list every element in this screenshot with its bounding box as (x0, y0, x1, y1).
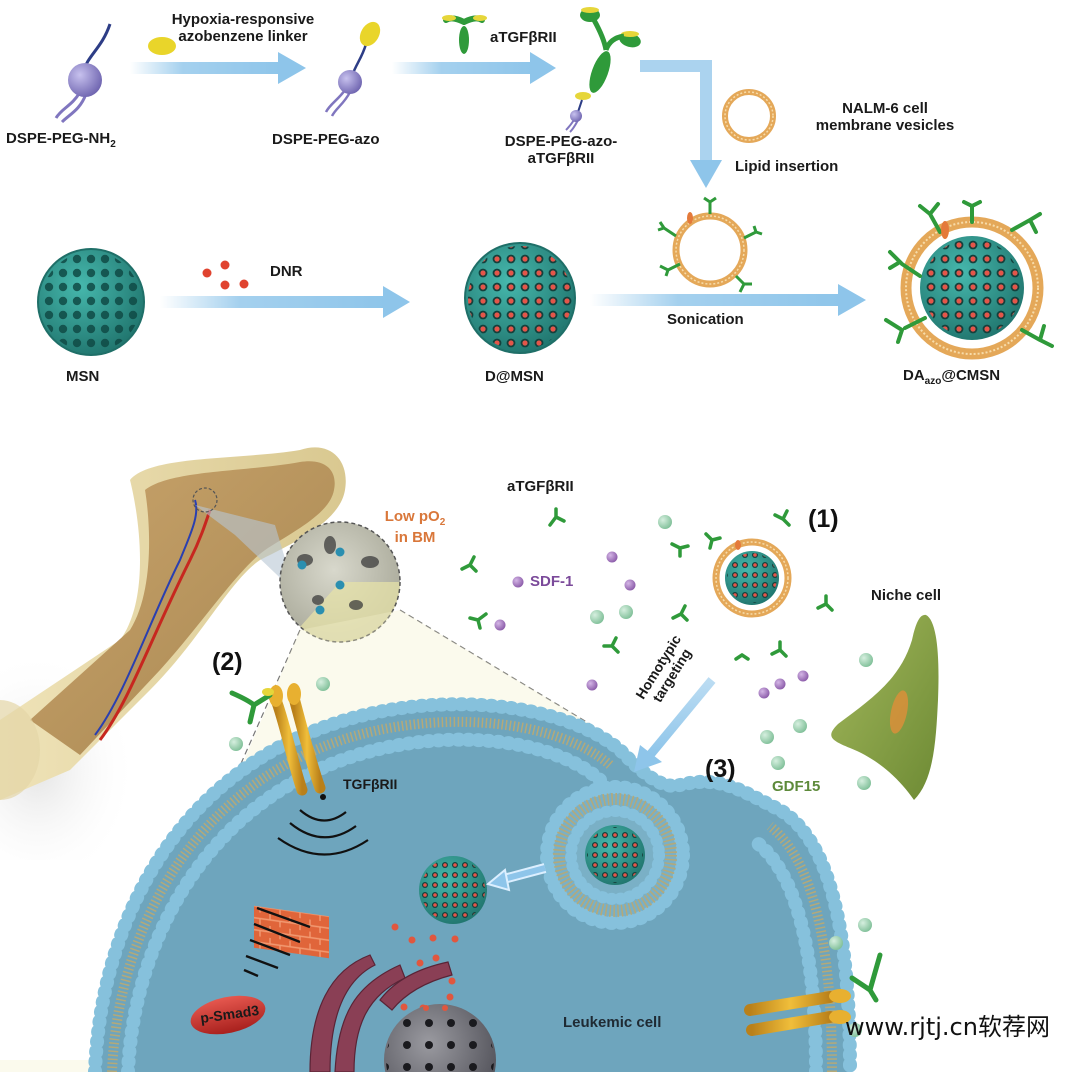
label-dspe-peg-nh2: DSPE-PEG-NH2 (6, 130, 116, 151)
label-niche-cell: Niche cell (871, 587, 942, 604)
label-gdf15: GDF15 (772, 778, 821, 795)
label-da-azo-cmsn: DAazo@CMSN (903, 367, 1000, 388)
arrow-step1 (130, 52, 306, 84)
label-msn: MSN (66, 368, 100, 385)
degraded-nanoparticle (384, 1004, 496, 1072)
niche-cell (831, 614, 939, 800)
label-step-2: (2) (212, 648, 243, 676)
free-antibodies (460, 507, 834, 661)
msn-nanoparticle (37, 248, 145, 356)
label-line1: Hypoxia-responsive (171, 11, 315, 28)
sdf1-molecules (494, 551, 809, 699)
label-azobenzene-linker: Hypoxia-responsive azobenzene linker (168, 11, 318, 46)
dspe-peg-nh2-molecule (54, 23, 112, 124)
label-subscript: 2 (439, 517, 446, 528)
label-dnr: DNR (270, 263, 303, 280)
arrow-step2 (392, 52, 556, 84)
antibody-vesicle (657, 196, 763, 293)
signal-waves-icon (277, 809, 369, 856)
label-line2: in BM (394, 528, 436, 546)
dspe-peg-azo-antibody-molecule (565, 7, 641, 133)
label-atgf-reagent: aTGFβRII (490, 29, 557, 46)
label-low-po2: Low pO2 in BM (370, 508, 460, 546)
label-line2: membrane vesicles (815, 117, 955, 135)
homotypic-targeting-arrow (634, 677, 716, 772)
label-step-3: (3) (705, 755, 736, 783)
da-azo-cmsn-nanoparticle (884, 200, 1054, 360)
label-line2: aTGFβRII (527, 150, 595, 168)
label-dspe-peg-azo: DSPE-PEG-azo (272, 131, 380, 148)
dspe-peg-azo-molecule (324, 21, 381, 117)
p-smad3-protein (190, 995, 266, 1035)
label-line2: azobenzene linker (178, 28, 308, 46)
signal-dot (320, 794, 326, 800)
label-antibody: aTGFβRII (507, 478, 574, 495)
label-line1: DSPE-PEG-azo- (504, 133, 618, 150)
antibody-reagent-icon (442, 15, 487, 54)
dnr-drug-icon (202, 260, 249, 290)
gdf15-molecules (229, 515, 873, 1037)
label-d-msn: D@MSN (485, 368, 544, 385)
niche-cell-nucleus (889, 690, 909, 734)
label-text: DA (903, 367, 925, 384)
label-subscript: 2 (110, 139, 116, 150)
azobenzene-linker-icon (148, 37, 176, 55)
label-text-suffix: @CMSN (941, 367, 1001, 384)
label-subscript: azo (924, 376, 942, 387)
nalm6-vesicle-icon (722, 89, 776, 143)
label-sonication: Sonication (667, 311, 744, 328)
label-line1: NALM-6 cell (842, 100, 928, 117)
label-text: DSPE-PEG-NH (6, 130, 111, 147)
targeted-nanoparticle (712, 538, 792, 618)
blocked-signal-lines (243, 906, 311, 978)
label-step-1: (1) (808, 505, 839, 533)
brick-wall-icon (254, 905, 329, 959)
bone-marrow-zoom-circle (279, 521, 401, 643)
label-line1: Low pO (384, 508, 440, 525)
golgi-apparatus (309, 954, 453, 1072)
endocytic-vesicle (540, 780, 690, 930)
arrow-sonication (590, 284, 866, 316)
label-sdf1: SDF-1 (530, 573, 574, 590)
label-leukemic-cell: Leukemic cell (563, 1014, 662, 1031)
released-nanoparticle (419, 856, 487, 924)
label-tgf-receptor: TGFβRII (343, 776, 398, 792)
label-lipid-insertion: Lipid insertion (735, 158, 839, 175)
zoom-cone (195, 505, 295, 592)
d-msn-nanoparticle (464, 242, 576, 354)
label-nalm6-vesicles: NALM-6 cell membrane vesicles (795, 100, 975, 135)
release-arrow (485, 863, 547, 892)
arrow-lipid-insertion (640, 60, 722, 188)
tgf-beta-receptor-right (744, 952, 883, 1036)
bound-antibody (229, 688, 274, 725)
arrow-dnr (160, 286, 410, 318)
watermark: www.rjtj.cn软荐网 (845, 1013, 1050, 1041)
label-dspe-peg-azo-antibody: DSPE-PEG-azo- aTGFβRII (486, 133, 636, 168)
